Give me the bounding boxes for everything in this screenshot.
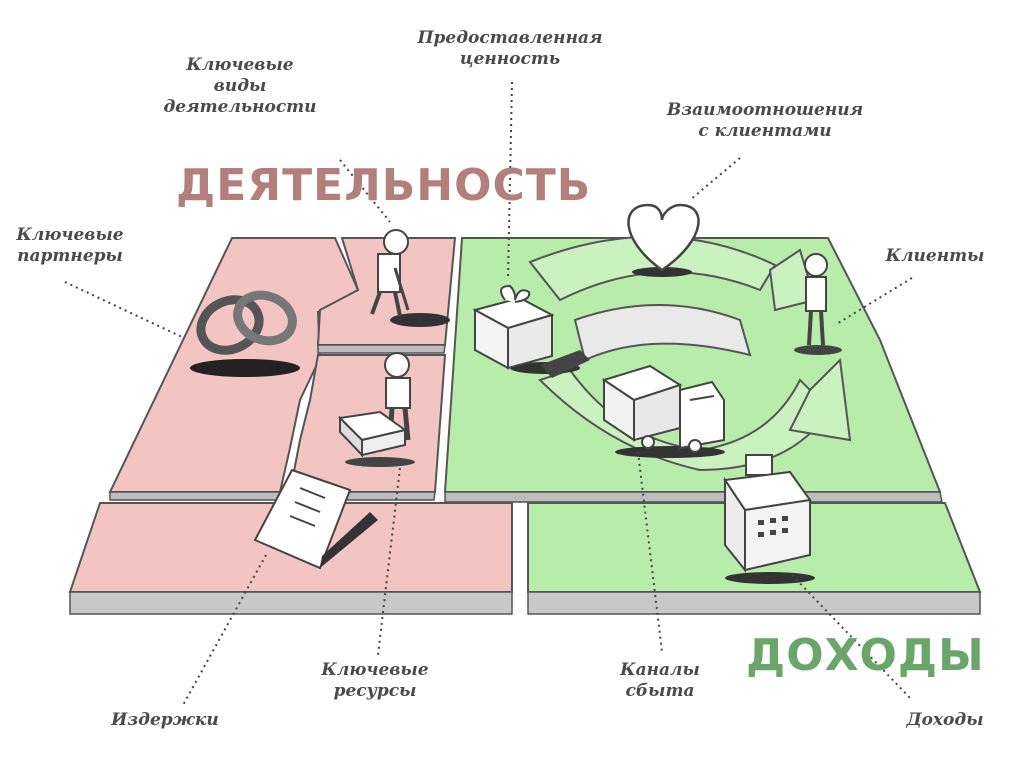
person-digging-icon — [370, 229, 450, 327]
document-list-icon — [253, 468, 378, 570]
activity-heading: ДЕЯТЕЛЬНОСТЬ — [176, 160, 592, 211]
costs-label: Издержки — [111, 710, 219, 730]
revenue-label: Доходы — [906, 710, 984, 730]
person-standing-icon — [794, 253, 842, 355]
activity-side — [68, 237, 513, 615]
key-activities-label: Ключевые виды деятельности — [163, 55, 317, 117]
leader-lines — [64, 81, 913, 708]
channels-label: Каналы сбыта — [620, 660, 700, 701]
customers-label: Клиенты — [885, 246, 985, 266]
person-with-cart-icon — [337, 352, 415, 467]
customer-relationships-label: Взаимоотношения с клиентами — [666, 100, 864, 141]
delivery-truck-icon — [601, 364, 725, 458]
key-partners-label: Ключевые партнеры — [16, 225, 124, 266]
interlocked-rings-icon — [190, 290, 300, 377]
gift-box-icon — [472, 284, 590, 378]
income-heading: ДОХОДЫ — [746, 630, 985, 681]
heart-icon — [627, 203, 700, 277]
key-resources-label: Ключевые ресурсы — [321, 660, 429, 701]
value-proposition-label: Предоставленная ценность — [417, 28, 603, 69]
cash-register-icon — [723, 454, 815, 584]
